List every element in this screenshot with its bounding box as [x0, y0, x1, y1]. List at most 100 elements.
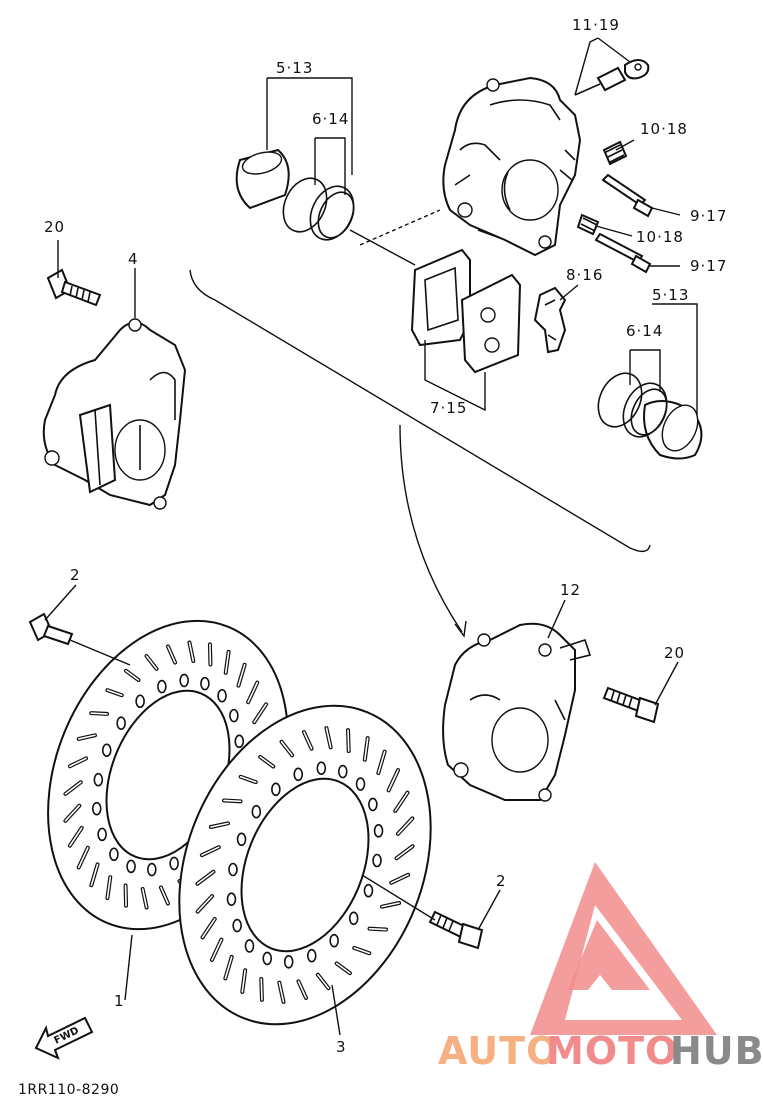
disc-hole: [93, 772, 104, 787]
disc-hole: [373, 824, 384, 838]
disc-slot: [347, 729, 350, 752]
disc-slot: [303, 731, 313, 750]
disc-slot: [317, 973, 330, 990]
disc-slot: [325, 727, 332, 749]
label-2-right: 2: [496, 872, 507, 890]
disc-hole: [293, 767, 304, 782]
disc-hole: [316, 761, 327, 775]
disc-slot: [90, 712, 108, 715]
disc-slot: [64, 781, 82, 795]
watermark-logo: [530, 862, 717, 1035]
drawing-code: 1RR110-8290: [18, 1082, 119, 1098]
bleed-screw-11-19: [574, 59, 650, 96]
disc-slot: [64, 804, 81, 822]
disc-hole: [135, 694, 145, 709]
disc-slot: [368, 927, 387, 931]
disc-hole: [271, 782, 281, 797]
disc-slot: [201, 846, 220, 856]
arrow-to-caliper-12: [399, 424, 463, 633]
upper-caliper-body: [442, 76, 582, 257]
label-20-upper: 20: [44, 218, 65, 236]
label-8-16: 8·16: [566, 266, 603, 284]
disc-hole: [229, 708, 239, 723]
pin-9-17-upper: [601, 173, 654, 218]
disc-slot: [223, 799, 242, 803]
disc-slot: [210, 822, 229, 828]
pin-10-18-upper: [602, 140, 628, 166]
disc-hole: [101, 743, 112, 758]
brake-disc-3: [178, 704, 432, 1026]
disc-hole: [306, 948, 317, 963]
disc-slot: [209, 643, 212, 666]
disc-slot: [280, 740, 293, 757]
disc-slot: [224, 651, 230, 674]
caliper-12: [442, 622, 592, 802]
bolt-20-right: [602, 686, 660, 724]
disc-slot: [377, 750, 386, 774]
disc-hole: [179, 673, 189, 688]
kit-outline: [189, 269, 651, 553]
disc-slot: [387, 769, 399, 792]
label-7-15: 7·15: [430, 399, 467, 417]
disc-hole: [244, 939, 255, 953]
disc-slot: [247, 681, 259, 704]
disc-hole: [109, 847, 119, 862]
disc-slot: [90, 863, 99, 886]
disc-slot: [188, 641, 195, 662]
label-11-19: 11·19: [572, 16, 620, 34]
disc-hole: [337, 764, 348, 779]
disc-slot: [201, 918, 216, 939]
disc-hole: [283, 955, 294, 969]
disc-slot: [259, 756, 275, 768]
disc-hole: [147, 862, 157, 877]
label-10-18-upper: 10·18: [640, 120, 688, 138]
disc-hole: [234, 734, 245, 749]
disc-hole: [372, 853, 382, 868]
disc-slot: [390, 874, 409, 884]
pin-10-18-lower: [576, 213, 600, 236]
label-10-18-lower: 10·18: [636, 228, 684, 246]
disc-slot: [237, 664, 246, 687]
disc-slot: [160, 886, 169, 905]
pin-9-17-lower: [594, 232, 652, 274]
seal-6-14-lower: [597, 372, 668, 438]
bolt-20-upper: [46, 268, 102, 307]
piston-5-13-lower: [643, 400, 703, 460]
disc-hole: [355, 777, 366, 791]
disc-hole: [262, 951, 273, 966]
label-1: 1: [114, 992, 125, 1010]
disc-hole: [232, 918, 242, 933]
watermark-moto: MOTO: [546, 1029, 678, 1073]
disc-hole: [251, 804, 262, 819]
disc-slot: [196, 895, 213, 913]
fwd-arrow-icon: FWD: [34, 1016, 94, 1060]
disc-slot: [106, 876, 112, 899]
disc-slot: [253, 703, 267, 723]
label-5-13-upper: 5·13: [276, 59, 313, 77]
label-4: 4: [128, 250, 139, 268]
disc-slot: [297, 980, 307, 999]
disc-hole: [329, 933, 339, 948]
disc-slot: [167, 645, 176, 664]
disc-slot: [77, 846, 89, 869]
disc-hole: [126, 859, 136, 874]
caliper-assembly-4: [42, 318, 187, 510]
seal-6-14-upper: [282, 177, 355, 241]
disc-hole: [169, 856, 179, 871]
label-6-14-upper: 6·14: [312, 110, 349, 128]
bolt-2-left: [28, 612, 74, 646]
label-6-14-lower: 6·14: [626, 322, 663, 340]
label-12: 12: [560, 581, 581, 599]
bolt-2-right: [428, 910, 484, 950]
disc-slot: [106, 689, 123, 697]
disc-hole: [97, 827, 107, 842]
disc-slot: [124, 884, 127, 907]
disc-slot: [381, 902, 400, 908]
disc-slot: [241, 969, 246, 993]
disc-slot: [196, 870, 215, 885]
disc-hole: [368, 797, 378, 812]
disc-slot: [335, 962, 351, 974]
disc-slot: [224, 956, 233, 980]
disc-hole: [226, 892, 237, 906]
